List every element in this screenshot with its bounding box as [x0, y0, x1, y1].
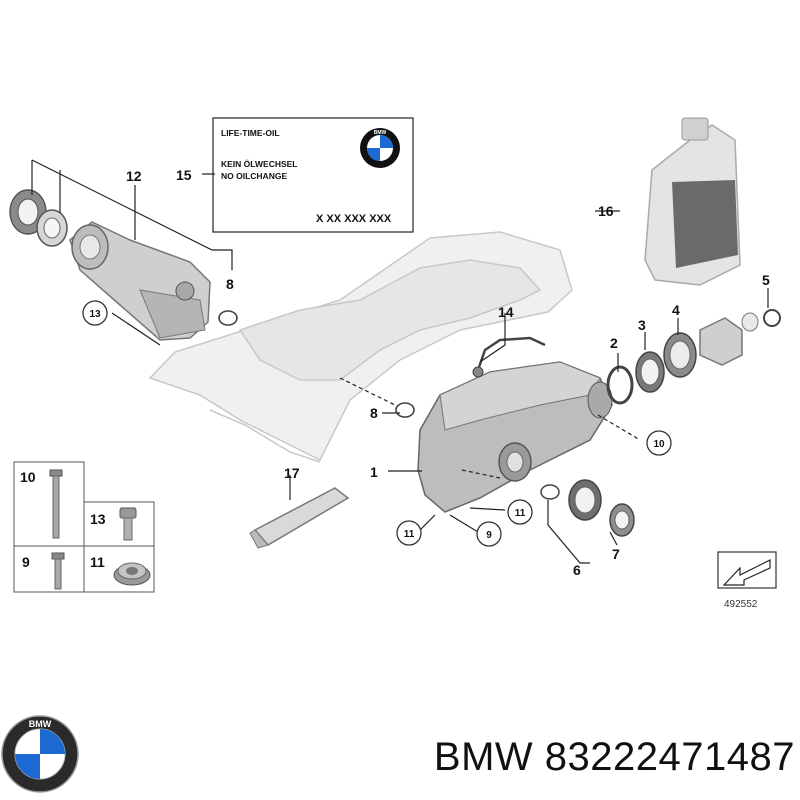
legend-11: 11: [90, 554, 105, 570]
callout-2: 2: [610, 335, 618, 351]
callout-6: 6: [573, 562, 581, 578]
sealant-tube-drawing: [249, 487, 350, 549]
image-number-box: 492552: [717, 551, 777, 610]
callout-16: 16: [598, 203, 614, 219]
svg-text:13: 13: [89, 309, 101, 320]
callout-7: 7: [612, 546, 620, 562]
label-line-3: NO OILCHANGE: [221, 171, 287, 181]
callout-14: 14: [498, 304, 514, 320]
label-line-2: KEIN ÖLWECHSEL: [221, 159, 298, 169]
callout-15: 15: [176, 167, 192, 183]
logo-lettering: BMW: [29, 719, 52, 729]
leader-lines: [31, 159, 769, 564]
callout-8-lower: 8: [370, 405, 378, 421]
badge-lettering: BMW: [374, 130, 387, 136]
callout-11-circle-left: 11: [396, 520, 422, 546]
label-code: X XX XXX XXX: [316, 213, 392, 225]
callout-1: 1: [370, 464, 378, 480]
callouts: 12 15 16 8 14 5 4 3 2 8 1 17 6 7 13 10 1…: [82, 167, 770, 578]
callout-10-circle: 10: [646, 430, 672, 456]
differential-housing-drawing: [417, 336, 613, 513]
bmw-badge-icon: BMW: [360, 128, 400, 168]
arrow-icon: [722, 559, 771, 586]
legend-9: 9: [22, 554, 30, 570]
seal-rings-drawing: [395, 309, 781, 537]
lifetime-oil-label: LIFE-TIME-OIL KEIN ÖLWECHSEL NO OILCHANG…: [212, 117, 414, 233]
svg-text:9: 9: [486, 530, 492, 541]
callout-12: 12: [126, 168, 142, 184]
callout-13-circle: 13: [82, 300, 108, 326]
callout-8-upper: 8: [226, 276, 234, 292]
fastener-legend: 10 13 9 11: [13, 461, 155, 593]
callout-11-circle-right: 11: [507, 499, 533, 525]
image-number: 492552: [724, 599, 758, 610]
callout-17: 17: [284, 465, 300, 481]
flange-housing-drawing: [9, 189, 238, 341]
bmw-logo-icon: BMW: [1, 715, 79, 793]
svg-text:11: 11: [404, 529, 415, 540]
oil-pan-drawing: [148, 231, 573, 463]
label-line-1: LIFE-TIME-OIL: [221, 128, 280, 138]
svg-text:10: 10: [653, 439, 665, 450]
callout-4: 4: [672, 302, 680, 318]
part-number-caption: BMW 83222471487: [433, 735, 795, 779]
legend-13: 13: [90, 511, 106, 527]
callout-5: 5: [762, 272, 770, 288]
oil-bottle-drawing: [644, 117, 741, 286]
callout-9-circle: 9: [476, 521, 502, 547]
legend-10: 10: [20, 469, 36, 485]
svg-text:11: 11: [515, 508, 526, 519]
callout-3: 3: [638, 317, 646, 333]
